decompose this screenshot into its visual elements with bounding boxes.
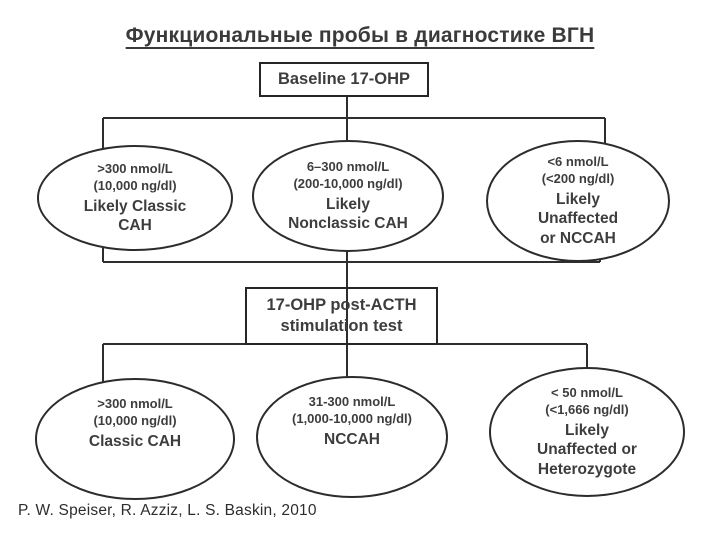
node-stimulated-nccah: 31-300 nmol/L (1,000-10,000 ng/dl) NCCAH bbox=[256, 376, 448, 498]
baseline-17ohp-label: Baseline 17-OHP bbox=[277, 69, 411, 88]
node-stimulated-unaffected: < 50 nmol/L (<1,666 ng/dl) Likely Unaffe… bbox=[489, 367, 685, 497]
diagnosis-label: Likely Classic CAH bbox=[83, 197, 187, 234]
threshold-conventional: (1,000-10,000 ng/dl) bbox=[292, 410, 412, 426]
threshold-si: >300 nmol/L bbox=[97, 160, 173, 176]
threshold-conventional: (<200 ng/dl) bbox=[541, 170, 615, 186]
diagnosis-label: Likely Nonclassic CAH bbox=[288, 195, 408, 232]
threshold-si: >300 nmol/L bbox=[97, 396, 173, 411]
threshold-si: 6–300 nmol/L bbox=[306, 158, 390, 174]
diagnosis-label: NCCAH bbox=[324, 430, 380, 448]
threshold-conventional: (<1,666 ng/dl) bbox=[545, 401, 629, 417]
diagnosis-label: Likely Unaffected or NCCAH bbox=[537, 190, 619, 247]
threshold-conventional: (200-10,000 ng/dl) bbox=[293, 175, 403, 191]
baseline-17ohp-box: Baseline 17-OHP bbox=[259, 62, 429, 97]
threshold-si: <6 nmol/L bbox=[547, 154, 609, 170]
diagnosis-label: Likely Unaffected or Heterozygote bbox=[537, 421, 637, 478]
node-baseline-intermediate: 6–300 nmol/L (200-10,000 ng/dl) Likely N… bbox=[252, 140, 444, 252]
acth-stimulation-box: 17-OHP post-ACTH stimulation test bbox=[245, 287, 438, 345]
node-baseline-low: <6 nmol/L (<200 ng/dl) Likely Unaffected… bbox=[486, 140, 670, 262]
citation-text: P. W. Speiser, R. Azziz, L. S. Baskin, 2… bbox=[18, 502, 317, 519]
threshold-conventional: (10,000 ng/dl) bbox=[93, 177, 177, 193]
threshold-si: 31-300 nmol/L bbox=[308, 394, 396, 409]
node-baseline-high: >300 nmol/L (10,000 ng/dl) Likely Classi… bbox=[37, 145, 233, 251]
acth-stimulation-label: 17-OHP post-ACTH stimulation test bbox=[266, 295, 417, 335]
page-title: Функциональные пробы в диагностике ВГН bbox=[125, 24, 595, 47]
threshold-si: < 50 nmol/L bbox=[551, 385, 623, 401]
threshold-conventional: (10,000 ng/dl) bbox=[93, 412, 177, 428]
diagnosis-label: Classic CAH bbox=[88, 432, 182, 450]
node-stimulated-classic: >300 nmol/L (10,000 ng/dl) Classic CAH bbox=[35, 378, 235, 500]
